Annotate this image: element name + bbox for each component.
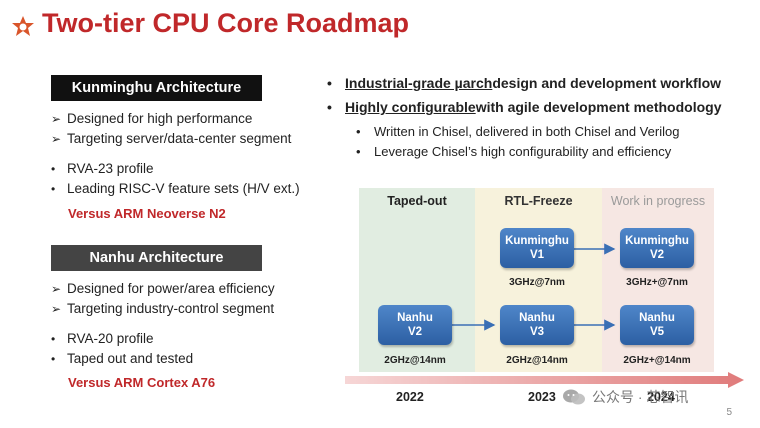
timeline-arrow (345, 372, 744, 388)
nanhu-arrow-item: ➢ Designed for power/area efficiency (51, 281, 275, 296)
column-header-work-in-progress: Work in progress (610, 194, 706, 208)
freq-kunminghu-v2: 3GHz+@7nm (626, 277, 688, 288)
freq-nanhu-v2: 2GHz@14nm (384, 355, 446, 366)
right-bullet: • Highly configurable with agile develop… (327, 99, 722, 115)
column-header-taped-out: Taped-out (387, 194, 447, 208)
freq-kunminghu-v1: 3GHz@7nm (509, 277, 565, 288)
kunminghu-architecture-header: Kunminghu Architecture (51, 75, 262, 101)
wechat-icon (563, 389, 585, 405)
chip-nanhu-v3: Nanhu V3 (500, 305, 574, 345)
bullet-dot-icon: • (51, 331, 56, 346)
nanhu-bullet-item: • RVA-20 profile (51, 331, 154, 346)
bullet-dot-icon: • (356, 124, 361, 139)
arrow-bullet-icon: ➢ (51, 301, 62, 316)
watermark: 公众号 · 芯智讯 (562, 387, 688, 407)
kunminghu-arrow-item: ➢ Designed for high performance (51, 111, 253, 126)
kunminghu-versus-label: Versus ARM Neoverse N2 (68, 206, 226, 221)
chip-kunminghu-v1: Kunminghu V1 (500, 228, 574, 268)
right-sub-bullet: • Written in Chisel, delivered in both C… (356, 124, 680, 139)
arrow-bullet-icon: ➢ (51, 281, 62, 296)
year-label-2023: 2023 (528, 390, 556, 404)
chip-kunminghu-v2: Kunminghu V2 (620, 228, 694, 268)
nanhu-architecture-header: Nanhu Architecture (51, 245, 262, 271)
right-bullet: • Industrial-grade µarch design and deve… (327, 75, 722, 91)
bullet-dot-icon: • (327, 99, 332, 115)
kunminghu-bullet-item: • Leading RISC-V feature sets (H/V ext.) (51, 181, 300, 196)
arrow-bullet-icon: ➢ (51, 131, 62, 146)
chip-nanhu-v5: Nanhu V5 (620, 305, 694, 345)
bullet-dot-icon: • (356, 144, 361, 159)
chip-nanhu-v2: Nanhu V2 (378, 305, 452, 345)
nanhu-bullet-item: • Taped out and tested (51, 351, 194, 366)
year-label-2022: 2022 (396, 390, 424, 404)
freq-nanhu-v5: 2GHz+@14nm (623, 355, 691, 366)
page-number: 5 (726, 407, 732, 418)
bullet-dot-icon: • (51, 351, 56, 366)
kunminghu-bullet-item: • RVA-23 profile (51, 161, 154, 176)
nanhu-arrow-item: ➢ Targeting industry-control segment (51, 301, 275, 316)
bullet-dot-icon: • (51, 181, 56, 196)
bullet-dot-icon: • (51, 161, 56, 176)
bullet-dot-icon: • (327, 75, 332, 91)
nanhu-versus-label: Versus ARM Cortex A76 (68, 375, 216, 390)
year-label-2024: 2024 (647, 390, 675, 404)
slide-title: Two-tier CPU Core Roadmap (42, 8, 410, 38)
kunminghu-arrow-item: ➢ Targeting server/data-center segment (51, 131, 292, 146)
right-sub-bullet: • Leverage Chisel’s high configurability… (356, 144, 672, 159)
freq-nanhu-v3: 2GHz@14nm (506, 355, 568, 366)
column-header-rtl-freeze: RTL-Freeze (504, 194, 573, 208)
logo-icon (12, 16, 34, 36)
arrow-bullet-icon: ➢ (51, 111, 62, 126)
